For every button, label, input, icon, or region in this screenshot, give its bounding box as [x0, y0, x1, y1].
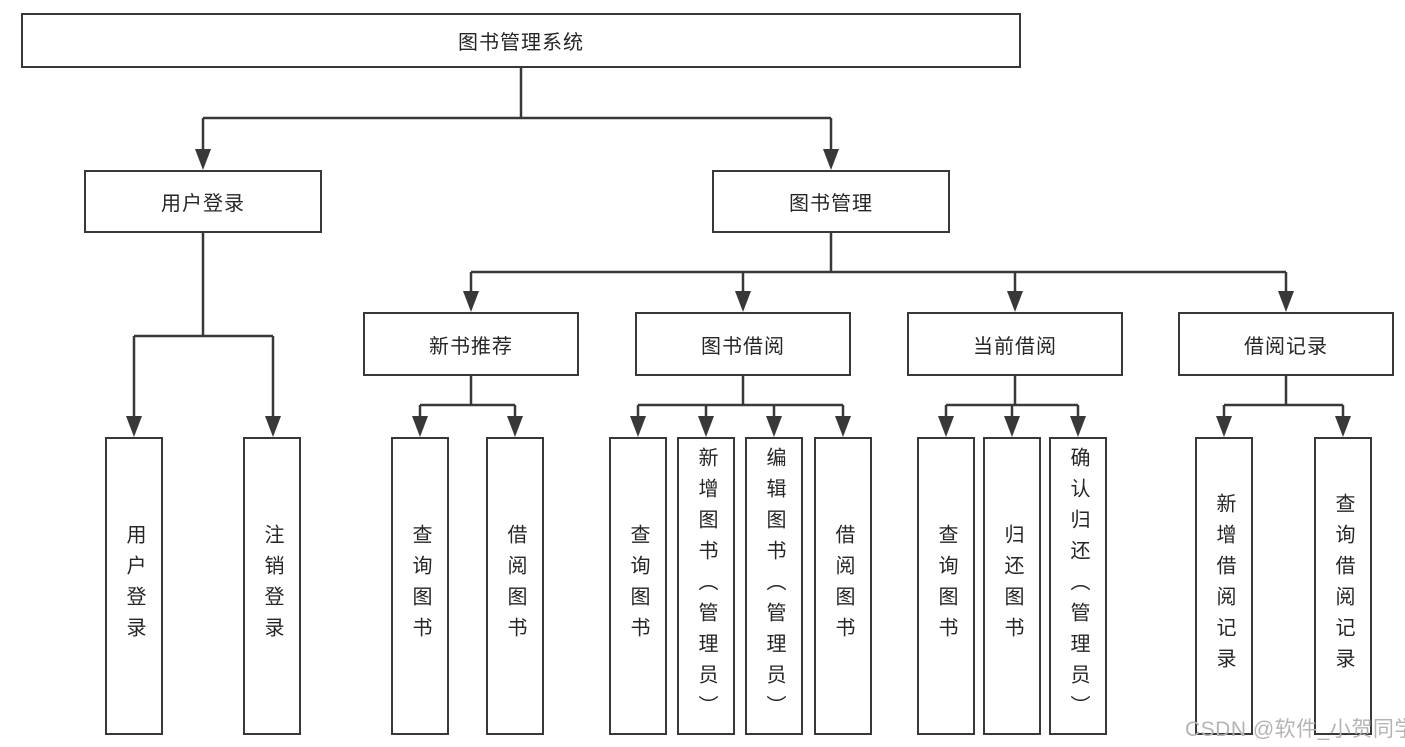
leaf-query-books-recommend-label: 查询图书	[409, 524, 431, 648]
node-book-management-label: 图书管理	[789, 193, 873, 215]
leaf-query-borrow-record: 查询借阅记录	[1314, 437, 1372, 735]
leaf-edit-book-admin-label: 编辑图书（管理员）	[763, 446, 785, 726]
leaf-user-login-label: 用户登录	[123, 524, 145, 648]
leaf-return-books-label: 归还图书	[1001, 524, 1023, 648]
leaf-user-login: 用户登录	[105, 437, 163, 735]
node-new-book-recommend-label: 新书推荐	[429, 335, 513, 358]
node-user-login-label: 用户登录	[161, 193, 245, 215]
node-current-borrowing: 当前借阅	[907, 312, 1123, 376]
leaf-query-borrow-record-label: 查询借阅记录	[1332, 493, 1354, 679]
leaf-confirm-return-admin-label: 确认归还（管理员）	[1067, 446, 1089, 726]
leaf-borrow-books-borrowing: 借阅图书	[814, 437, 872, 735]
leaf-confirm-return-admin: 确认归还（管理员）	[1049, 437, 1107, 735]
csdn-watermark: CSDN @软件_小贺同学	[1185, 718, 1405, 741]
leaf-logout-label: 注销登录	[261, 524, 283, 648]
node-borrowing-records-label: 借阅记录	[1244, 335, 1328, 358]
arrowheads	[126, 149, 1351, 437]
node-current-borrowing-label: 当前借阅	[973, 335, 1057, 358]
node-book-borrowing: 图书借阅	[635, 312, 851, 376]
node-root-label: 图书管理系统	[458, 32, 584, 54]
node-new-book-recommend: 新书推荐	[363, 312, 579, 376]
leaf-borrow-books-borrowing-label: 借阅图书	[832, 524, 854, 648]
node-user-login: 用户登录	[84, 170, 322, 233]
leaf-add-book-admin-label: 新增图书（管理员）	[695, 446, 717, 726]
leaf-query-books-borrowing: 查询图书	[609, 437, 667, 735]
leaf-query-books-borrowing-label: 查询图书	[627, 524, 649, 648]
node-borrowing-records: 借阅记录	[1178, 312, 1394, 376]
node-root: 图书管理系统	[21, 13, 1021, 68]
leaf-add-borrow-record-label: 新增借阅记录	[1213, 493, 1235, 679]
leaf-borrow-books-recommend: 借阅图书	[486, 437, 544, 735]
leaf-borrow-books-recommend-label: 借阅图书	[504, 524, 526, 648]
node-book-borrowing-label: 图书借阅	[701, 335, 785, 358]
leaf-add-borrow-record: 新增借阅记录	[1195, 437, 1253, 735]
node-book-management: 图书管理	[712, 170, 950, 233]
leaf-query-books-current: 查询图书	[917, 437, 975, 735]
leaf-edit-book-admin: 编辑图书（管理员）	[745, 437, 803, 735]
leaf-query-books-current-label: 查询图书	[935, 524, 957, 648]
leaf-logout: 注销登录	[243, 437, 301, 735]
connector-stems	[132, 68, 1345, 422]
leaf-return-books: 归还图书	[983, 437, 1041, 735]
leaf-add-book-admin: 新增图书（管理员）	[677, 437, 735, 735]
leaf-query-books-recommend: 查询图书	[391, 437, 449, 735]
